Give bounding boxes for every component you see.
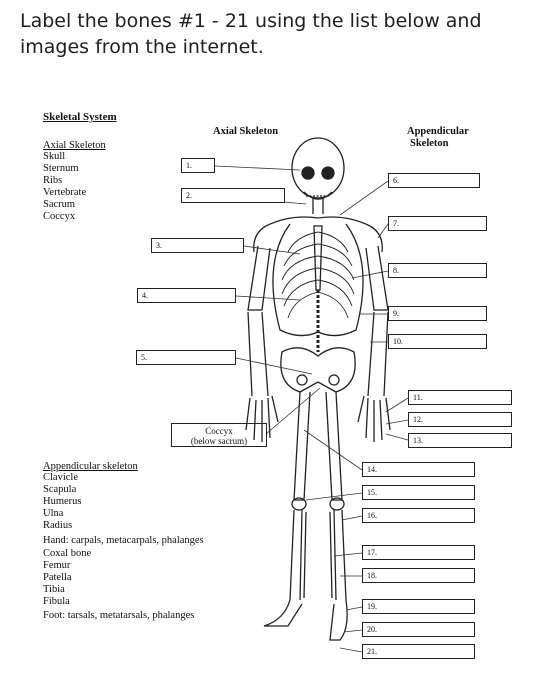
box-number: 19.: [367, 602, 377, 611]
axial-list-item: Sternum: [43, 163, 79, 174]
answer-box-2[interactable]: 2.: [181, 188, 285, 203]
box-number: 18.: [367, 571, 377, 580]
box-number: 13.: [413, 436, 423, 445]
appendicular-list-item: Tibia: [43, 584, 65, 595]
appendicular-list-title: Appendicular skeleton: [43, 461, 138, 472]
answer-box-13[interactable]: 13.: [408, 433, 512, 448]
appendicular-heading-line2: Skeleton: [410, 138, 449, 149]
answer-box-12[interactable]: 12.: [408, 412, 512, 427]
appendicular-list-item: Patella: [43, 572, 72, 583]
answer-box-16[interactable]: 16.: [362, 508, 475, 523]
axial-list-item: Skull: [43, 151, 66, 162]
axial-list-item: Vertebrate: [43, 187, 87, 198]
box-number: 3.: [156, 241, 162, 250]
box-number: 17.: [367, 548, 377, 557]
answer-box-14[interactable]: 14.: [362, 462, 475, 477]
answer-box-7[interactable]: 7.: [388, 216, 487, 231]
coccyx-label: Coccyx: [205, 426, 233, 436]
appendicular-list-item: Coxal bone: [43, 548, 92, 559]
axial-list-item: Sacrum: [43, 199, 76, 210]
box-number: 6.: [393, 176, 399, 185]
axial-list-item: Coccyx: [43, 211, 76, 222]
appendicular-list-item: Clavicle: [43, 472, 78, 483]
answer-box-3[interactable]: 3.: [151, 238, 244, 253]
box-number: 5.: [141, 353, 147, 362]
appendicular-heading-line1: Appendicular: [407, 126, 469, 137]
appendicular-list-item: Fibula: [43, 596, 70, 607]
box-number: 20.: [367, 625, 377, 634]
appendicular-list-item: Scapula: [43, 484, 77, 495]
box-number: 16.: [367, 511, 377, 520]
box-number: 21.: [367, 647, 377, 656]
answer-box-1[interactable]: 1.: [181, 158, 215, 173]
appendicular-list-item: Ulna: [43, 508, 64, 519]
box-number: 10.: [393, 337, 403, 346]
answer-box-5[interactable]: 5.: [136, 350, 236, 365]
worksheet-title: Skeletal System: [43, 111, 117, 123]
answer-box-10[interactable]: 10.: [388, 334, 487, 349]
axial-list-title: Axial Skeleton: [43, 140, 106, 151]
answer-box-19[interactable]: 19.: [362, 599, 475, 614]
appendicular-list-item: Foot: tarsals, metatarsals, phalanges: [43, 610, 195, 621]
box-number: 4.: [142, 291, 148, 300]
box-number: 7.: [393, 219, 399, 228]
skull-shape: [291, 137, 345, 199]
box-number: 1.: [186, 161, 192, 170]
box-number: 14.: [367, 465, 377, 474]
axial-list-item: Ribs: [43, 175, 63, 186]
answer-box-11[interactable]: 11.: [408, 390, 512, 405]
answer-box-8[interactable]: 8.: [388, 263, 487, 278]
answer-box-4[interactable]: 4.: [137, 288, 236, 303]
axial-heading: Axial Skeleton: [213, 126, 279, 137]
answer-box-15[interactable]: 15.: [362, 485, 475, 500]
box-number: 15.: [367, 488, 377, 497]
coccyx-label-box: Coccyx (below sacrum): [171, 423, 267, 447]
appendicular-list-item: Humerus: [43, 496, 82, 507]
answer-box-9[interactable]: 9.: [388, 306, 487, 321]
appendicular-list-item: Femur: [43, 560, 71, 571]
box-number: 12.: [413, 415, 423, 424]
answer-box-20[interactable]: 20.: [362, 622, 475, 637]
coccyx-sublabel: (below sacrum): [190, 436, 248, 446]
box-number: 2.: [186, 191, 192, 200]
answer-box-18[interactable]: 18.: [362, 568, 475, 583]
box-number: 11.: [413, 393, 423, 402]
appendicular-list-item: Hand: carpals, metacarpals, phalanges: [43, 535, 204, 546]
answer-box-21[interactable]: 21.: [362, 644, 475, 659]
box-number: 8.: [393, 266, 399, 275]
question-text: Label the bones #1 - 21 using the list b…: [20, 10, 482, 58]
appendicular-list-item: Radius: [43, 520, 73, 531]
box-number: 9.: [393, 309, 399, 318]
answer-box-6[interactable]: 6.: [388, 173, 480, 188]
answer-box-17[interactable]: 17.: [362, 545, 475, 560]
